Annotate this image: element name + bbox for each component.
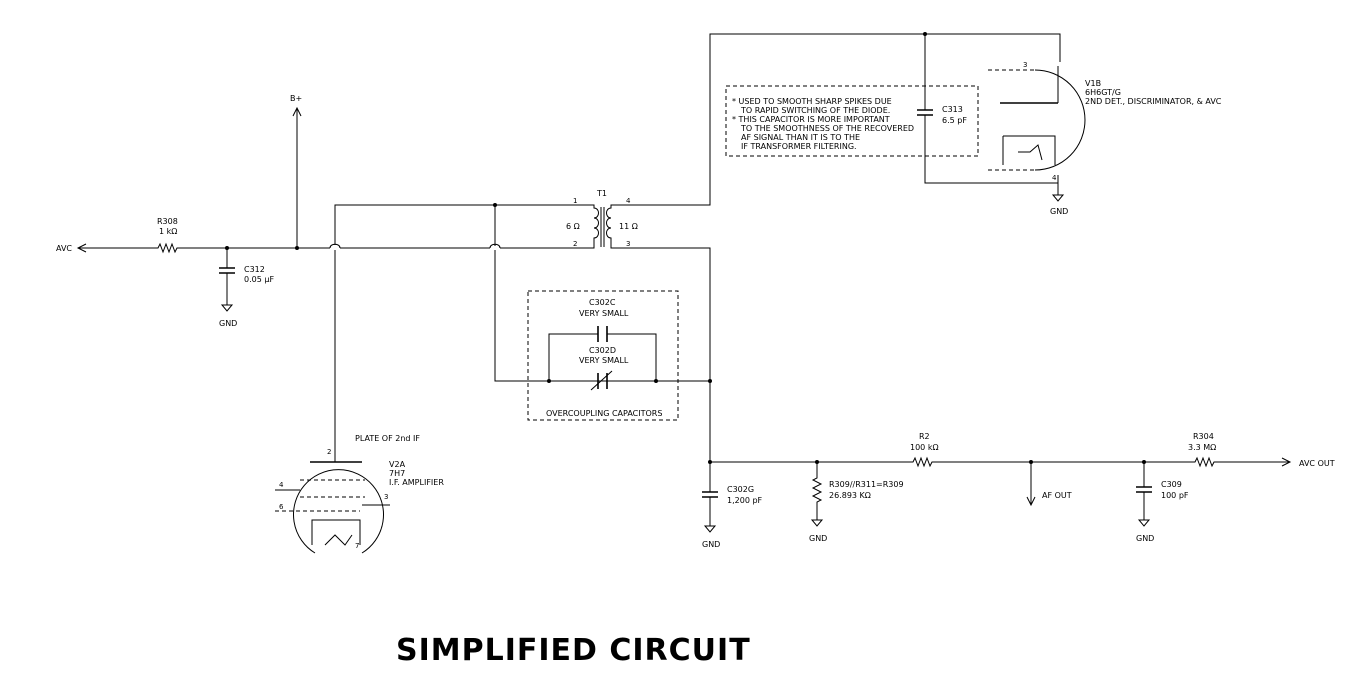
v2a-function: I.F. AMPLIFIER [389,478,444,487]
v2a-ref: V2A [389,460,406,469]
c312-gnd-label: GND [219,319,237,328]
v2a-type: 7H7 [389,469,405,478]
v2a-cathode [311,519,361,545]
output-network: C302G 1,200 pF GND R309//R311=R309 26.89… [702,432,1335,549]
diagram-title: SIMPLIFIED CIRCUIT [396,633,751,668]
c309-value: 100 pF [1161,491,1189,500]
c302d-ref: C302D [589,346,616,355]
t1-pin-2: 2 [573,240,577,248]
bplus-label: B+ [290,94,302,103]
overcoupling-label: OVERCOUPLING CAPACITORS [546,409,662,418]
v2a-envelope [293,469,384,554]
af-out-label: AF OUT [1042,491,1072,500]
t1-transformer: T1 1 2 3 4 6 Ω 11 Ω [566,33,1061,462]
r308-ref: R308 [157,217,178,226]
r2-resistor [910,456,935,468]
c302c-value: VERY SMALL [579,309,629,318]
c309-ref: C309 [1161,480,1182,489]
c302d-value: VERY SMALL [579,356,629,365]
c313-section: C313 6.5 pF * USED TO SMOOTH SHARP SPIKE… [725,32,1058,184]
r304-ref: R304 [1193,432,1214,441]
c313-ref: C313 [942,105,963,114]
r309-ground-icon [810,519,824,527]
v1b-envelope [1034,69,1086,171]
note-line-6: IF TRANSFORMER FILTERING. [741,142,857,151]
bplus-section: B+ [290,94,302,250]
note-line-3: * THIS CAPACITOR IS MORE IMPORTANT [732,115,890,124]
v2a-pin-4: 4 [279,481,284,489]
avc-input-section: AVC R308 1 kΩ C312 0.05 µF GND [56,217,490,328]
t1-secondary-coil [606,204,617,249]
plate-wiring: PLATE OF 2nd IF [334,203,710,462]
v2a-pin-2: 2 [327,448,331,456]
v1b-type: 6H6GT/G [1085,88,1121,97]
avc-arrow-icon [76,243,87,253]
t1-primary-coil [588,204,599,249]
plate-label: PLATE OF 2nd IF [355,434,420,443]
t1-secondary-value: 11 Ω [619,222,638,231]
r309-value: 26.893 KΩ [829,491,871,500]
c302g-ground-icon [703,525,717,533]
r2-value: 100 kΩ [910,443,939,452]
v1b-gnd-label: GND [1050,207,1068,216]
c309-ground-icon [1137,519,1151,527]
v1b-function: 2ND DET., DISCRIMINATOR, & AVC [1085,97,1222,106]
v1b-pin-3: 3 [1023,61,1027,69]
c312-ground-icon [220,304,234,312]
c302g-capacitor [702,491,718,498]
r308-value: 1 kΩ [159,227,177,236]
r309-ref: R309//R311=R309 [829,480,904,489]
v1b-heater [1018,144,1043,161]
r308-resistor [155,242,180,254]
c312-capacitor [219,267,235,274]
avc-label: AVC [56,244,72,253]
v1b-cathode [1002,135,1056,165]
t1-pin-4: 4 [626,197,631,205]
r309-resistor [811,462,823,520]
v2a-tube: 2 4 6 3 7 V2A 7H7 I.F. AMPLIFIER [275,448,444,554]
c309-gnd-label: GND [1136,534,1154,543]
r309-gnd-label: GND [809,534,827,543]
v2a-pin-3: 3 [384,493,388,501]
bplus-arrow-icon [292,106,302,117]
t1-core [600,207,605,247]
r2-ref: R2 [919,432,930,441]
note-line-4: TO THE SMOOTHNESS OF THE RECOVERED [740,124,914,133]
trimmer-adjust-icon [590,370,613,391]
t1-primary-value: 6 Ω [566,222,580,231]
c302g-ref: C302G [727,485,754,494]
v2a-pin-7: 7 [355,542,359,550]
note-line-1: * USED TO SMOOTH SHARP SPIKES DUE [732,97,892,106]
v1b-ground-icon [1051,194,1065,202]
c313-capacitor [917,109,933,116]
v1b-pin-4: 4 [1052,174,1057,182]
note-line-2: TO RAPID SWITCHING OF THE DIODE. [740,106,890,115]
t1-ref: T1 [596,189,607,198]
t1-pin-3: 3 [626,240,630,248]
v2a-heater [324,534,353,546]
c309-capacitor [1136,486,1152,493]
v2a-pin-6: 6 [279,503,284,511]
c302g-gnd-label: GND [702,540,720,549]
note-line-5: AF SIGNAL THAN IT IS TO THE [741,133,860,142]
r304-resistor [1192,456,1217,468]
c302c-ref: C302C [589,298,616,307]
avc-out-arrow-icon [1281,457,1292,467]
avc-out-label: AVC OUT [1299,459,1335,468]
c312-ref: C312 [244,265,265,274]
c313-value: 6.5 pF [942,116,967,125]
t1-pin-1: 1 [573,197,577,205]
af-out-arrow-icon [1026,496,1036,507]
c302c-capacitor [597,326,608,342]
c302g-value: 1,200 pF [727,496,763,505]
c312-value: 0.05 µF [244,275,274,284]
v1b-tube: 3 4 GND V1B 6H6GT/G 2ND DET., DISCRIMINA… [988,61,1222,216]
v1b-ref: V1B [1085,79,1101,88]
r304-value: 3.3 MΩ [1188,443,1216,452]
overcoupling-capacitors-box: C302C VERY SMALL C302D VERY SMALL OVERCO… [527,290,712,421]
